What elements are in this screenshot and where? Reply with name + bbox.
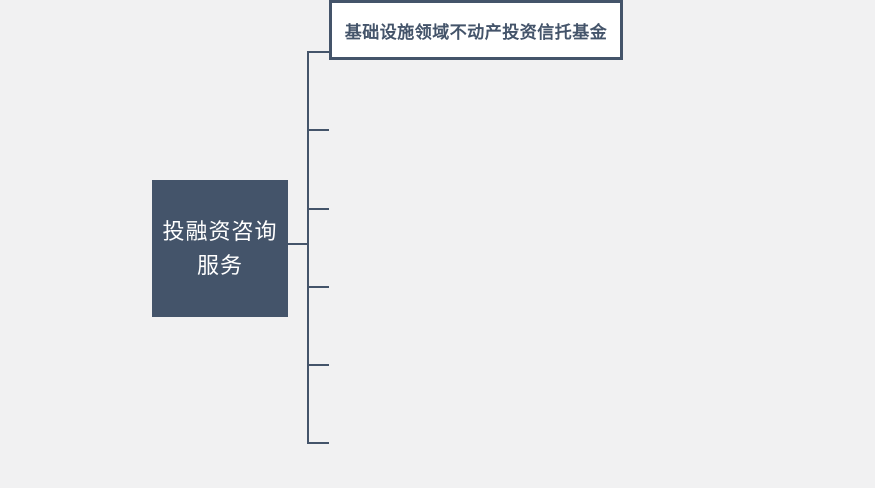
connector-stub-6 <box>307 442 329 444</box>
root-node-label-line2: 服务 <box>196 252 243 278</box>
connector-root-horizontal <box>288 243 307 245</box>
connector-stub-2 <box>307 129 329 131</box>
connector-stub-3 <box>307 208 329 210</box>
node-infrastructure-reits: 基础设施领域不动产投资信托基金 <box>329 0 623 60</box>
connector-stub-4 <box>307 286 329 288</box>
node-label: 基础设施领域不动产投资信托基金 <box>344 22 608 42</box>
connector-stub-1 <box>307 51 329 53</box>
connector-trunk-vertical <box>307 51 309 444</box>
connector-stub-5 <box>307 364 329 366</box>
root-node-label-line1: 投融资咨询 <box>162 218 278 244</box>
root-node-investment-financing-consulting: 投融资咨询 服务 <box>152 180 288 317</box>
